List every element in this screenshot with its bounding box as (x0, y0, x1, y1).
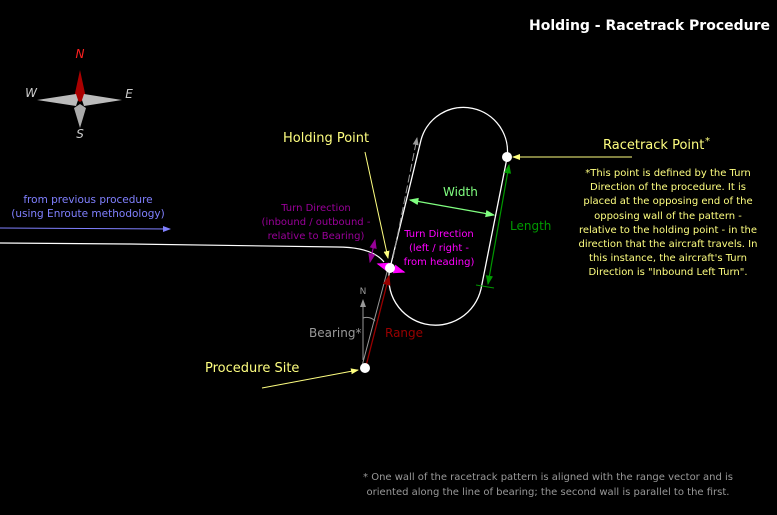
svg-text:*This point is defined by the: *This point is defined by the Turn (585, 168, 751, 179)
svg-text:Width: Width (443, 185, 478, 199)
racetrack-point-marker (502, 152, 512, 162)
svg-text:relative to Bearing): relative to Bearing) (268, 231, 365, 242)
width-arrow (408, 197, 496, 218)
svg-text:(inbound / outbound -: (inbound / outbound - (262, 217, 371, 228)
svg-text:* One wall of the racetrack pa: * One wall of the racetrack pattern is a… (363, 472, 733, 483)
turn-inout-arrow (368, 238, 377, 264)
holding-point-marker (385, 263, 395, 273)
range-line (365, 274, 391, 367)
svg-text:this instance, the aircraft's: this instance, the aircraft's Turn (589, 253, 747, 264)
svg-text:Turn Direction: Turn Direction (280, 203, 351, 214)
diagram-title: Holding - Racetrack Procedure (529, 18, 770, 34)
svg-text:Length: Length (510, 219, 551, 233)
length-arrow (485, 163, 512, 286)
racetrack-note: *This point is defined by the Turn Direc… (579, 168, 758, 278)
procedure-site-pointer (261, 368, 359, 389)
svg-text:*: * (705, 136, 710, 147)
svg-text:Direction of the procedure. It: Direction of the procedure. It is (590, 182, 746, 193)
length-tick (475, 284, 495, 289)
bearing-extension (392, 137, 419, 259)
svg-text:from previous procedure: from previous procedure (23, 194, 152, 206)
svg-text:Range: Range (385, 326, 423, 340)
svg-text:W: W (25, 86, 38, 100)
svg-text:Turn Direction: Turn Direction (403, 229, 474, 240)
svg-text:from heading): from heading) (404, 257, 475, 268)
svg-text:Bearing*: Bearing* (309, 326, 361, 340)
svg-text:Procedure Site: Procedure Site (205, 361, 299, 376)
svg-text:direction that the aircraft tr: direction that the aircraft travels. In (579, 239, 758, 250)
svg-text:oriented along the line of bea: oriented along the line of bearing; the … (367, 487, 730, 498)
previous-arrow (0, 225, 171, 232)
bearing-line (361, 271, 388, 367)
turn-direction-lr-label: Turn Direction (left / right - from head… (403, 229, 474, 268)
bearing-angle-arc (362, 316, 376, 322)
svg-text:N: N (76, 47, 85, 61)
svg-text:placed at the opposing end of: placed at the opposing end of the (583, 196, 752, 207)
svg-text:(left / right -: (left / right - (409, 243, 469, 254)
svg-text:(using Enroute methodology): (using Enroute methodology) (11, 208, 164, 220)
turn-direction-inbound-label: Turn Direction (inbound / outbound - rel… (262, 203, 371, 242)
svg-text:Racetrack Point: Racetrack Point (603, 138, 704, 153)
svg-text:N: N (360, 287, 367, 297)
svg-text:relative to the holding point: relative to the holding point - in the (579, 225, 757, 236)
previous-procedure: from previous procedure (using Enroute m… (0, 194, 171, 232)
svg-text:S: S (76, 127, 84, 141)
svg-text:Direction is "Inbound Left Tur: Direction is "Inbound Left Turn". (588, 267, 747, 278)
footnote: * One wall of the racetrack pattern is a… (363, 472, 733, 498)
procedure-site-marker (360, 363, 370, 373)
svg-text:opposing wall of the pattern -: opposing wall of the pattern - (594, 211, 742, 222)
svg-text:E: E (125, 87, 133, 101)
compass-rose-icon: N S W E (25, 47, 133, 141)
inbound-track (0, 242, 385, 263)
svg-text:Holding Point: Holding Point (283, 131, 369, 146)
holding-point-pointer (364, 151, 390, 259)
racetrack-pattern (388, 106, 509, 326)
